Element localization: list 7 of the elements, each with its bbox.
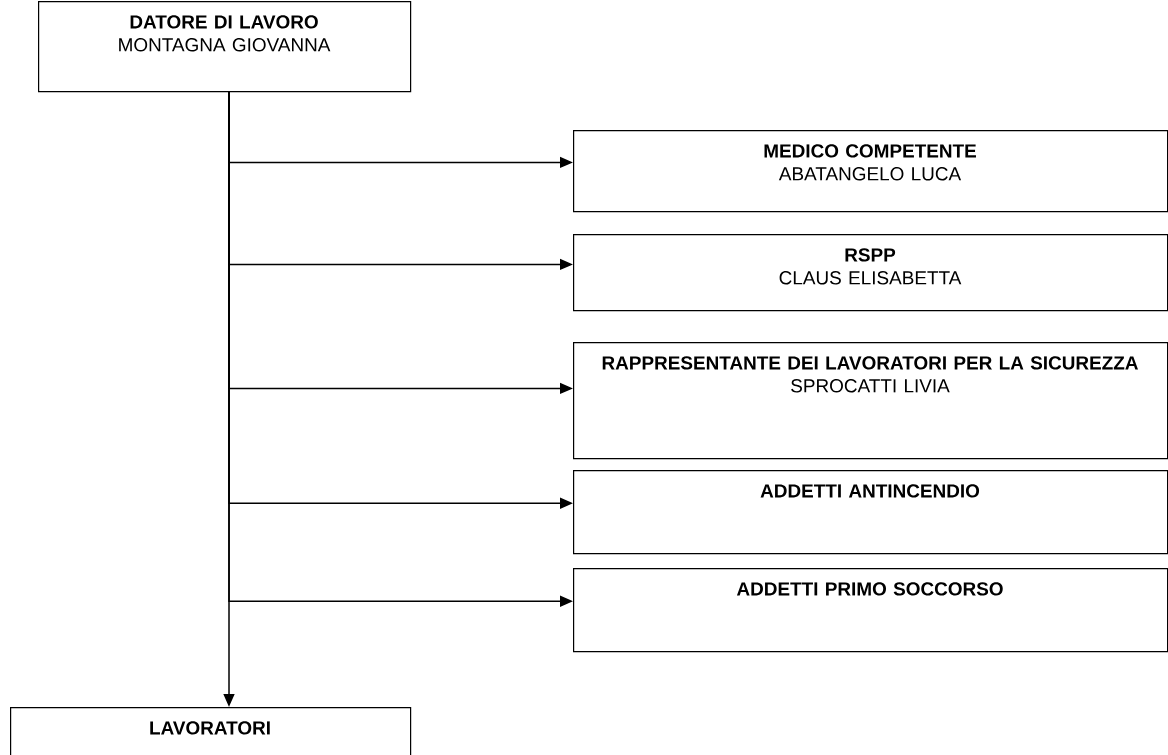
org-box: DATORE DI LAVORO MONTAGNA GIOVANNA bbox=[38, 1, 412, 93]
org-box: LAVORATORI bbox=[10, 707, 412, 755]
org-box: ADDETTI PRIMO SOCCORSO bbox=[573, 568, 1168, 653]
org-box: RAPPRESENTANTE DEI LAVORATORI PER LA SICUREZZA SPROCATTI LIVIA bbox=[573, 342, 1168, 460]
org-box: RSPP CLAUS ELISABETTA bbox=[573, 234, 1168, 312]
org-box: ADDETTI ANTINCENDIO bbox=[573, 470, 1168, 555]
org-box: MEDICO COMPETENTE ABATANGELO LUCA bbox=[573, 130, 1168, 213]
